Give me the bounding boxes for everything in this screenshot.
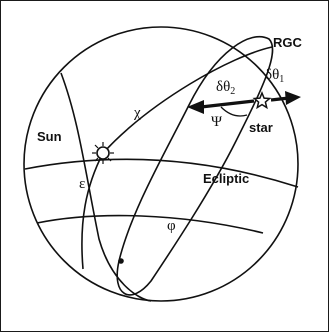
star-label: star bbox=[249, 120, 273, 135]
node-point bbox=[118, 258, 124, 264]
great-circle-chi bbox=[102, 46, 273, 154]
arrowhead-right bbox=[285, 91, 301, 105]
delta-theta-1-label: δθ1 bbox=[265, 67, 285, 85]
star-icon bbox=[252, 91, 272, 110]
arrowhead-left bbox=[187, 100, 204, 114]
sun-icon bbox=[92, 142, 114, 164]
psi-label: Ψ bbox=[211, 114, 223, 130]
great-circle-phi bbox=[116, 35, 274, 296]
lower-arc bbox=[36, 214, 264, 234]
sphere-outline bbox=[23, 26, 299, 302]
ecliptic-label: Ecliptic bbox=[203, 171, 250, 186]
arrow-shaft-left bbox=[200, 99, 255, 109]
delta-theta-2-label: δθ2 bbox=[216, 79, 236, 97]
left-meridian bbox=[60, 72, 152, 302]
phi-label: φ bbox=[167, 218, 176, 234]
ecliptic-circle bbox=[24, 158, 299, 188]
epsilon-label: ε bbox=[79, 176, 86, 192]
great-circle-sun-lower bbox=[81, 152, 104, 270]
rgc-label: RGC bbox=[273, 35, 302, 50]
sun-label: Sun bbox=[37, 129, 62, 144]
angle-psi-arc bbox=[220, 106, 248, 117]
chi-label: χ bbox=[134, 105, 141, 121]
